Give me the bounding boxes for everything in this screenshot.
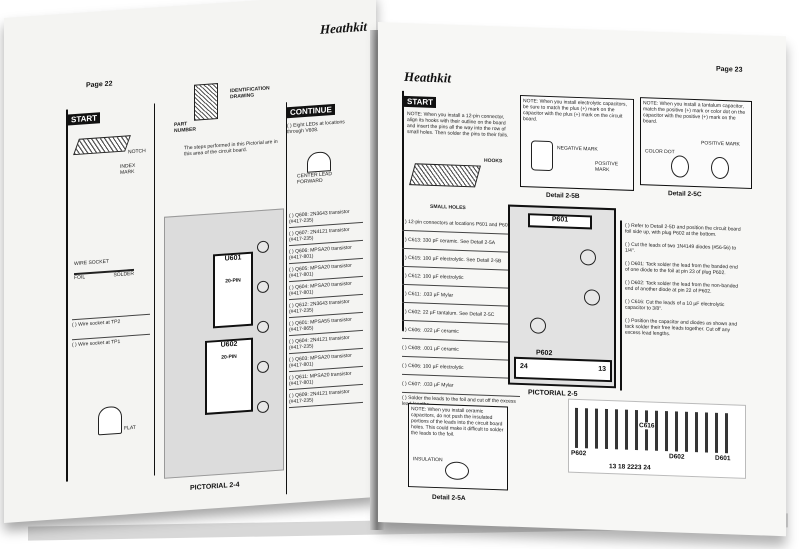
diode-step: ( ) Cut the leads of two 1N4149 diodes (… [625,241,737,254]
part-row: ( ) Q609: 2N4121 transistor (#417-235) [289,384,363,409]
chip-u601-label: U601 [224,254,242,263]
detail-2-5a-caption: Detail 2-5A [432,493,466,503]
board-thumbnail [194,83,218,121]
small-holes-label: SMALL HOLES [430,203,466,212]
wire-socket-label: WIRE SOCKET [74,258,110,268]
connector-p601: P601 [528,213,592,230]
connector-drawing [409,163,481,188]
pin-13-label: 13 [598,365,606,373]
transistor-outline [257,280,269,294]
identification-drawing-area: PART NUMBER IDENTIFICATION DRAWING The s… [174,83,278,157]
transistor-step-column: CONTINUE ( ) Eight LEDs at locations thr… [286,96,363,495]
detail-pin-numbers: 13 18 2223 24 [609,463,651,472]
transistor-outline [257,400,269,414]
capacitor-outline [584,289,600,306]
left-page-number: Page 22 [86,80,113,90]
positive-mark-label-2: POSITIVE MARK [701,140,740,148]
chip-u601-pins: 20-PIN [225,277,241,285]
ceramic-cap-drawing [445,461,469,481]
right-page: Page 23 Heathkit START NOTE: When you in… [378,22,786,537]
capacitor-parts-list: ( ) 12-pin connectors at locations P601 … [402,212,520,411]
step-led: ( ) Eight LEDs at locations through V608… [287,119,345,136]
step-wire-tp2: ( ) Wire socket at TP2 [72,313,150,329]
right-page-number: Page 23 [716,65,743,74]
note-tantalum: NOTE: When you install a tantalum capaci… [643,100,746,125]
pictorial-area-caption: The steps performed in this Pictorial ar… [184,138,278,158]
tantalum-cap-drawing [711,156,729,180]
p601-label: P601 [551,216,569,224]
d602-label: D602 [669,453,685,461]
transistor-outline [257,240,269,254]
step-wire-tp1: ( ) Wire socket at TP1 [72,333,150,349]
detail-2-5c-box: NOTE: When you install a tantalum capaci… [640,97,752,190]
forward-label: FORWARD [297,177,323,186]
p602-label: P602 [536,349,553,358]
pin-24-label: 24 [520,362,528,371]
left-heathkit-logo: Heathkit [320,18,367,37]
wire-socket-drawing: WIRE SOCKET FOIL SOLDER [74,256,144,301]
p602-detail-label: P602 [571,449,587,458]
c616-label: C616 [639,422,655,430]
continue-badge: CONTINUE [287,103,335,119]
note-electrolytic: NOTE: When you install electrolytic capa… [523,98,627,123]
led-drawing [98,405,122,436]
chip-u602: U602 20-PIN [205,337,253,415]
transistor-drawing: CENTER LEAD FORWARD [297,151,337,200]
part-number-label: PART NUMBER [174,121,196,135]
diode-step: ( ) D601: Tack solder the lead from the … [625,260,738,277]
notch-label: NOTCH [128,148,146,156]
d601-label: D601 [715,454,731,463]
diode-step: ( ) C616: Cut the leads of a 10 µF elect… [625,298,725,312]
detail-2-5b-box: NOTE: When you install electrolytic capa… [520,94,634,191]
circuit-board-pictorial-2-4: U601 20-PIN U602 20-PIN [164,208,284,479]
negative-mark-label: NEGATIVE MARK [557,145,598,153]
chip-u602-label: U602 [220,340,238,349]
identification-drawing-label: IDENTIFICATION DRAWING [230,85,270,101]
chip-u601: U601 20-PIN [213,251,253,329]
foil-label: FOIL [74,274,86,282]
detail-2-5b-caption: Detail 2-5B [546,191,580,201]
circuit-board-pictorial-2-5: P601 P602 24 13 [508,204,616,389]
capacitor-outline [530,317,546,334]
connector-p602: P602 24 13 [514,350,612,383]
detail-2-5c-caption: Detail 2-5C [668,190,702,199]
ic-socket-drawing: NOTCH INDEX MARK [73,135,146,176]
pictorial-2-5-caption: PICTORIAL 2-5 [528,389,578,398]
diode-step-column: ( ) Refer to Detail 2-5D and position th… [620,220,744,395]
solder-label: SOLDER [113,270,134,279]
diode-step: ( ) D602: Tack solder the lead from the … [625,279,739,295]
color-dot-label: COLOR DOT [645,148,675,156]
transistor-parts-list: ( ) Q608: 2N3643 transistor (#417-235) (… [289,204,363,409]
left-start-badge: START [68,112,101,126]
insulation-label: INSULATION [413,456,443,464]
transistor-outline [257,320,269,334]
positive-mark-label: POSITIVE MARK [595,160,619,174]
pictorial-2-4-caption: PICTORIAL 2-4 [190,481,240,492]
electrolytic-cap-drawing [531,140,553,172]
index-mark-label: INDEX MARK [120,162,136,176]
detail-2-5a-box: NOTE: When you install ceramic capacitor… [408,403,508,491]
chip-u602-pins: 20-PIN [221,353,237,361]
note-ceramic: NOTE: When you install ceramic capacitor… [411,406,504,438]
left-page: Page 22 Heathkit START NOTCH INDEX MARK … [4,0,376,523]
diode-step: ( ) Position the capacitor and diodes as… [625,317,738,338]
diode-step: ( ) Refer to Detail 2-5D and position th… [625,222,741,238]
left-step-column: START NOTCH INDEX MARK WIRE SOCKET FOIL … [66,103,155,482]
flat-label: FLAT [124,424,136,432]
connector-note: NOTE: When you install a 12-pin connecto… [407,111,509,139]
right-start-badge: START [404,95,437,109]
tantalum-cap-drawing [671,155,689,178]
capacitor-outline [580,249,596,266]
detail-2-5d-foil-drawing: C616 P602 D602 D601 13 18 2223 24 [568,398,746,479]
right-heathkit-logo: Heathkit [404,68,451,86]
hooks-label: HOOKS [484,157,503,165]
transistor-outline [257,360,269,374]
